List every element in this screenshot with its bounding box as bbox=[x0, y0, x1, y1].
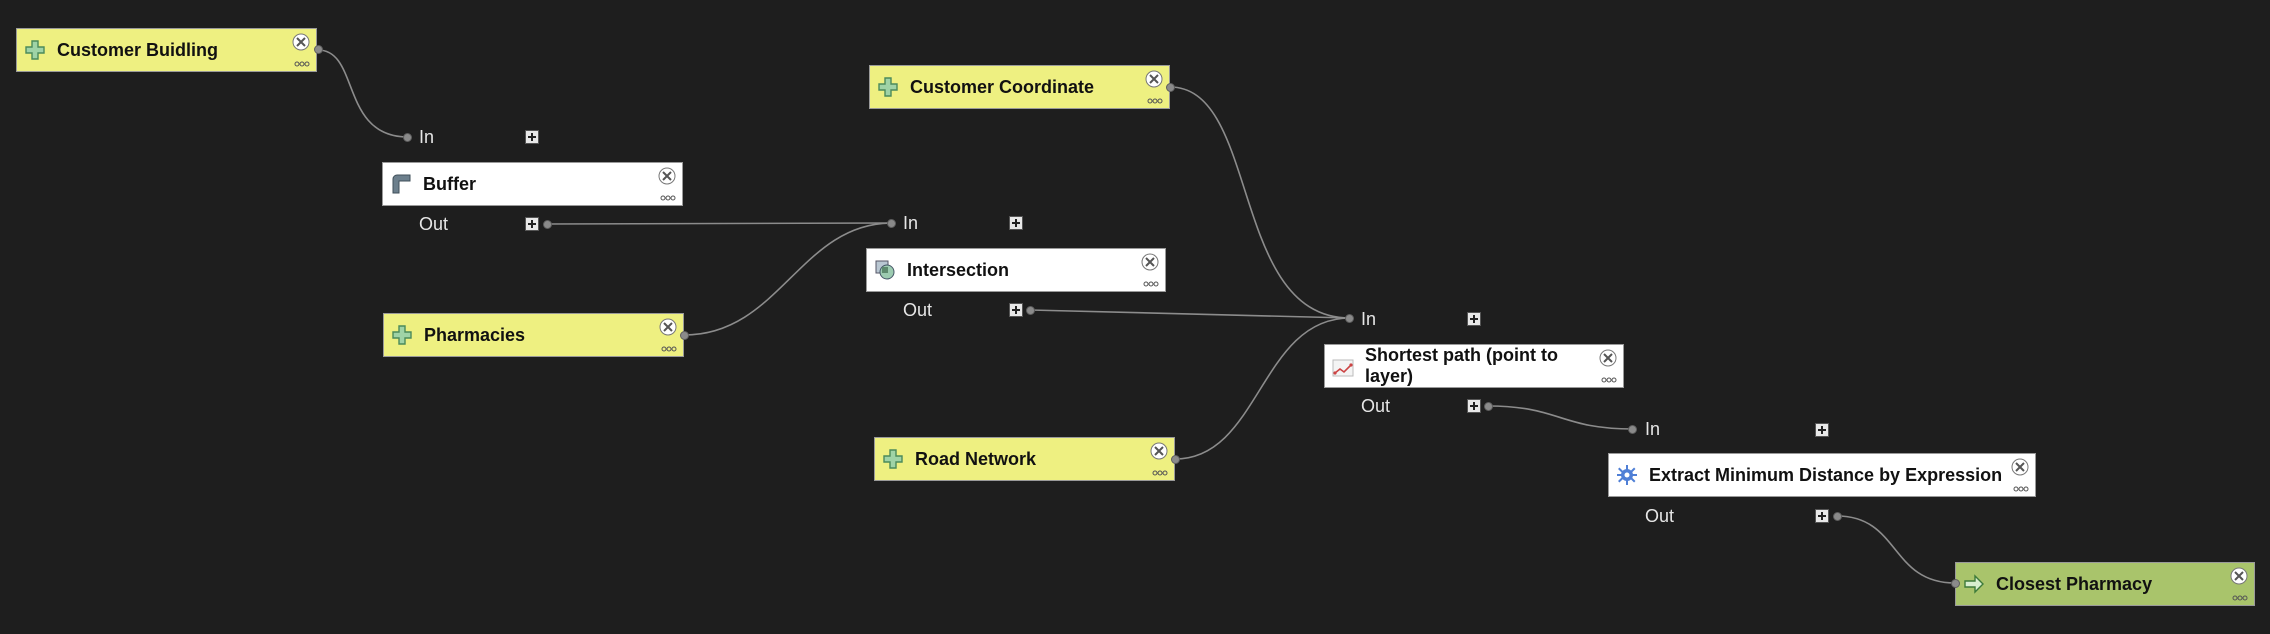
node-closest-pharmacy[interactable]: Closest Pharmacy bbox=[1955, 562, 2255, 606]
buffer-icon bbox=[390, 173, 412, 195]
input-port[interactable] bbox=[1345, 314, 1354, 323]
more-options-icon[interactable] bbox=[661, 346, 677, 352]
extract-out-label: Out bbox=[1645, 506, 1675, 526]
buffer-in-label: In bbox=[419, 127, 435, 147]
close-icon[interactable] bbox=[1150, 442, 1168, 460]
node-customer-building[interactable]: Customer Buidling bbox=[16, 28, 317, 72]
close-icon[interactable] bbox=[659, 318, 677, 336]
more-options-icon[interactable] bbox=[1601, 377, 1617, 383]
expand-outputs-button[interactable] bbox=[1815, 509, 1829, 523]
intersection-out-label: Out bbox=[903, 300, 933, 320]
node-customer-coordinate[interactable]: Customer Coordinate bbox=[869, 65, 1170, 109]
wire-customer-coordinate-to-shortest-path bbox=[1169, 86, 1351, 319]
node-label: Road Network bbox=[915, 448, 1037, 469]
output-arrow-icon bbox=[1963, 573, 1985, 595]
shortest-path-in-label: In bbox=[1361, 309, 1377, 329]
node-label: Shortest path (point to layer) bbox=[1365, 345, 1558, 386]
output-port[interactable] bbox=[680, 331, 689, 340]
output-port[interactable] bbox=[314, 45, 323, 54]
output-port[interactable] bbox=[1026, 306, 1035, 315]
node-label: Pharmacies bbox=[424, 324, 526, 345]
wire-extract-to-closest-pharmacy bbox=[1836, 515, 1956, 584]
input-port[interactable] bbox=[1628, 425, 1637, 434]
intersection-icon bbox=[874, 259, 896, 281]
node-pharmacies[interactable]: Pharmacies bbox=[383, 313, 684, 357]
node-label: Buffer bbox=[423, 173, 476, 194]
expand-inputs-button[interactable] bbox=[1815, 423, 1829, 437]
node-shortest-path[interactable]: Shortest path (point to layer) bbox=[1324, 344, 1624, 388]
expand-outputs-button[interactable] bbox=[525, 217, 539, 231]
buffer-out-label: Out bbox=[419, 214, 449, 234]
plus-parameter-icon bbox=[24, 39, 46, 61]
output-port[interactable] bbox=[543, 220, 552, 229]
expand-outputs-button[interactable] bbox=[1467, 399, 1481, 413]
extract-in-label: In bbox=[1645, 419, 1661, 439]
input-port[interactable] bbox=[1951, 579, 1960, 588]
plus-parameter-icon bbox=[877, 76, 899, 98]
more-options-icon[interactable] bbox=[1152, 470, 1168, 476]
node-buffer[interactable]: Buffer bbox=[382, 162, 683, 206]
wire-pharmacies-to-intersection bbox=[683, 222, 893, 336]
expand-inputs-button[interactable] bbox=[1009, 216, 1023, 230]
more-options-icon[interactable] bbox=[2232, 595, 2248, 601]
expand-inputs-button[interactable] bbox=[525, 130, 539, 144]
input-port[interactable] bbox=[887, 219, 896, 228]
input-port[interactable] bbox=[403, 133, 412, 142]
node-extract-minimum-distance[interactable]: Extract Minimum Distance by Expression bbox=[1608, 453, 2036, 497]
close-icon[interactable] bbox=[292, 33, 310, 51]
intersection-in-label: In bbox=[903, 213, 919, 233]
output-port[interactable] bbox=[1171, 455, 1180, 464]
wire-road-network-to-shortest-path bbox=[1174, 317, 1351, 460]
close-icon[interactable] bbox=[1145, 70, 1163, 88]
more-options-icon[interactable] bbox=[660, 195, 676, 201]
close-icon[interactable] bbox=[2011, 458, 2029, 476]
node-label: Customer Buidling bbox=[57, 39, 218, 60]
more-options-icon[interactable] bbox=[294, 61, 310, 67]
node-label: Customer Coordinate bbox=[910, 76, 1095, 97]
output-port[interactable] bbox=[1484, 402, 1493, 411]
expand-outputs-button[interactable] bbox=[1009, 303, 1023, 317]
close-icon[interactable] bbox=[2230, 567, 2248, 585]
close-icon[interactable] bbox=[1599, 349, 1617, 367]
output-port[interactable] bbox=[1833, 512, 1842, 521]
more-options-icon[interactable] bbox=[1143, 281, 1159, 287]
shortest-path-out-label: Out bbox=[1361, 396, 1391, 416]
plus-parameter-icon bbox=[882, 448, 904, 470]
gear-icon bbox=[1616, 464, 1638, 486]
node-label: Extract Minimum Distance by Expression bbox=[1649, 464, 2003, 485]
wire-buffer-to-intersection bbox=[546, 222, 893, 225]
plus-parameter-icon bbox=[391, 324, 413, 346]
output-port[interactable] bbox=[1166, 83, 1175, 92]
close-icon[interactable] bbox=[1141, 253, 1159, 271]
wire-shortest-path-to-extract bbox=[1487, 405, 1634, 430]
more-options-icon[interactable] bbox=[2013, 486, 2029, 492]
node-label: Closest Pharmacy bbox=[1996, 573, 2153, 594]
node-road-network[interactable]: Road Network bbox=[874, 437, 1175, 481]
wire-customer-building-to-buffer bbox=[317, 49, 409, 138]
wire-intersection-to-shortest-path bbox=[1029, 309, 1351, 319]
node-intersection[interactable]: Intersection bbox=[866, 248, 1166, 292]
expand-inputs-button[interactable] bbox=[1467, 312, 1481, 326]
more-options-icon[interactable] bbox=[1147, 98, 1163, 104]
node-label: Intersection bbox=[907, 259, 1010, 280]
close-icon[interactable] bbox=[658, 167, 676, 185]
network-path-icon bbox=[1332, 357, 1354, 379]
